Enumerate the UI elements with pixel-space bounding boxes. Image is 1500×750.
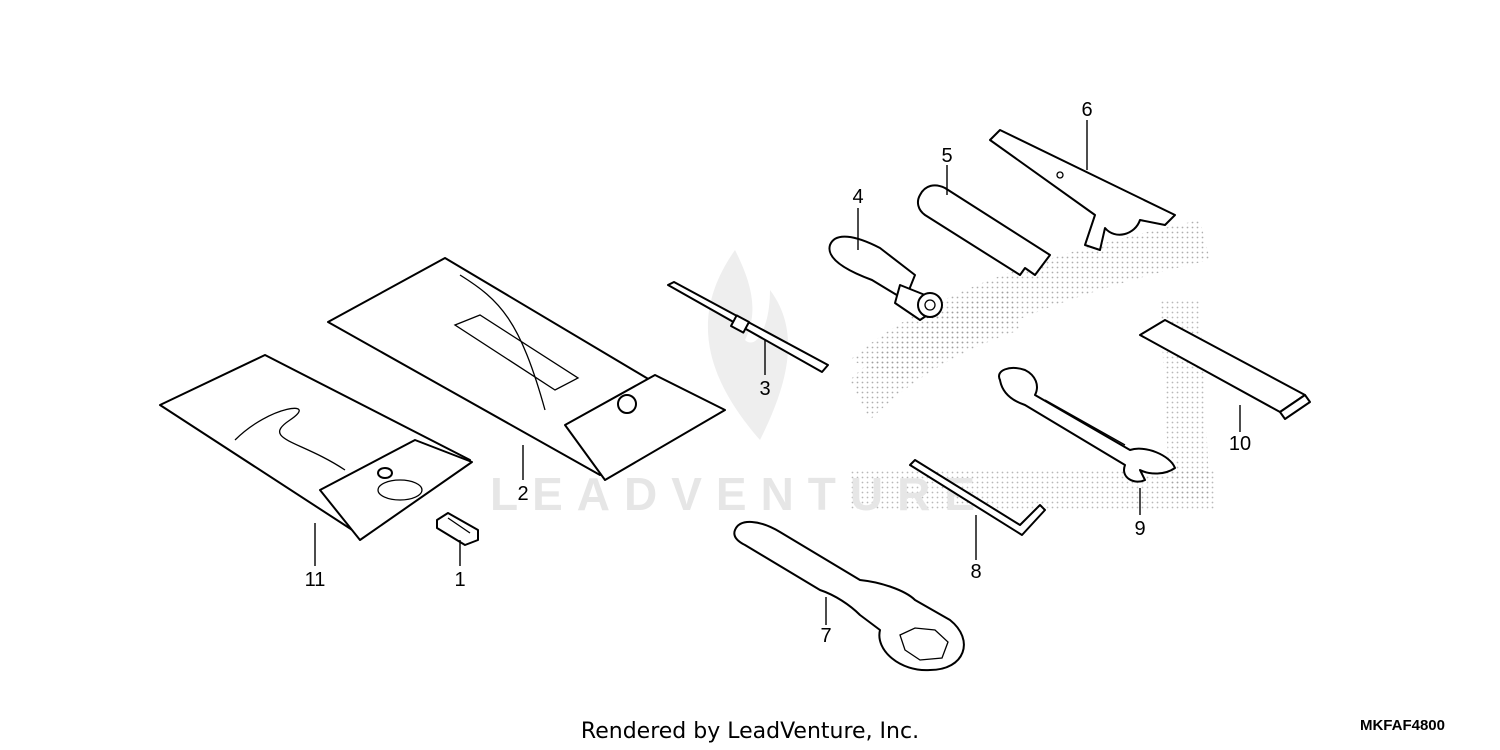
callout-2[interactable]: 2 [517,483,528,505]
callout-10[interactable]: 10 [1229,433,1251,455]
part-4-screwdriver-handle[interactable] [828,235,943,321]
part-10-handle-extension[interactable] [1139,319,1311,420]
callout-7[interactable]: 7 [820,625,831,647]
callout-6[interactable]: 6 [1081,99,1092,121]
callout-8[interactable]: 8 [970,561,981,583]
part-11-tool-pouch[interactable] [159,354,473,541]
callout-11[interactable]: 11 [305,569,326,591]
part-3-screwdriver-bit[interactable] [667,281,829,373]
part-8-hex-key[interactable] [909,459,1046,536]
callout-3[interactable]: 3 [759,378,770,400]
diagram-code: MKFAF4800 [1360,717,1445,734]
callout-9[interactable]: 9 [1134,518,1145,540]
watermark-text: LEADVENTURE [490,468,989,520]
part-7-box-wrench[interactable] [733,521,965,672]
callout-5[interactable]: 5 [941,145,952,167]
part-9-open-end-wrench[interactable] [998,367,1176,483]
callouts: 1 2 3 4 5 6 7 8 9 10 11 [305,99,1252,647]
part-6-pin-spanner[interactable] [989,129,1176,251]
watermark-logo-icon [707,250,789,440]
callout-4[interactable]: 4 [852,186,863,208]
part-2-tool-bag[interactable] [327,257,726,481]
callout-1[interactable]: 1 [454,569,465,591]
part-5-flat-spanner[interactable] [916,184,1051,276]
part-1-clip[interactable] [436,512,479,546]
footer-rendered-by: Rendered by LeadVenture, Inc. [581,719,919,744]
leader-lines [314,120,1241,625]
